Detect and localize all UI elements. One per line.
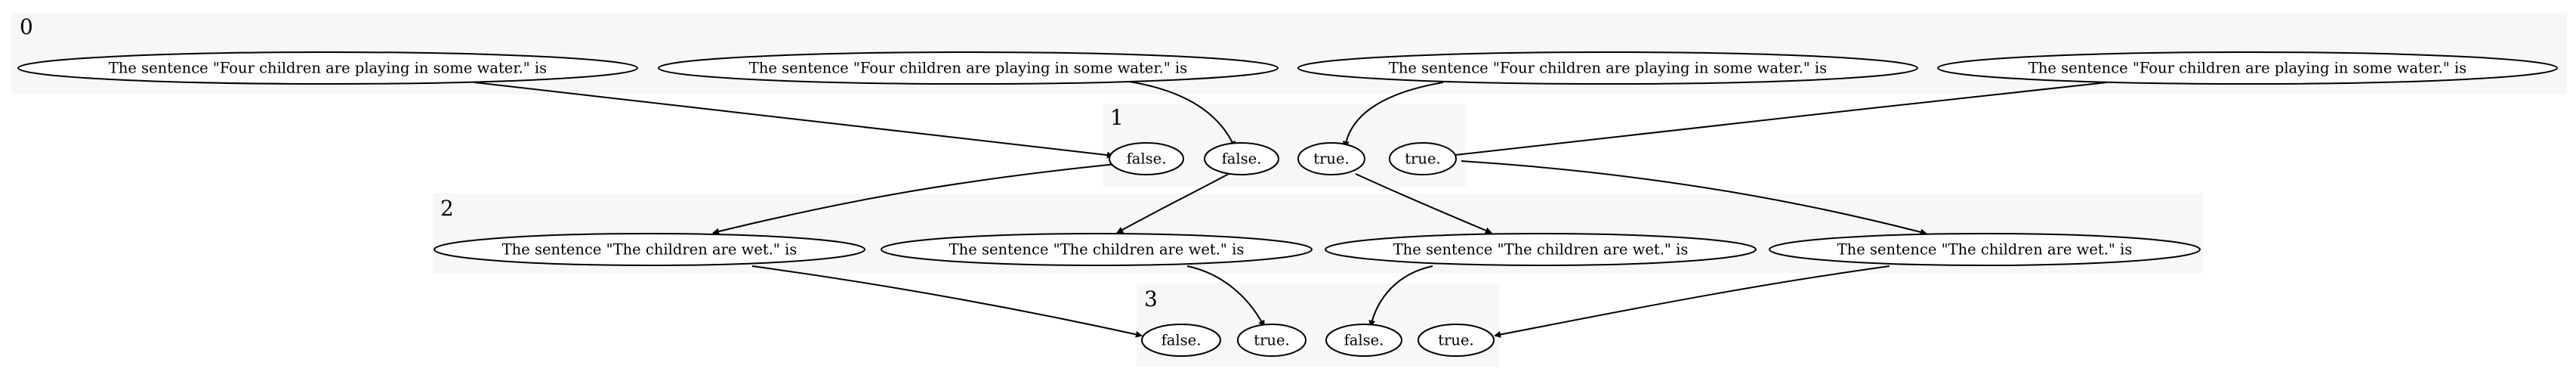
node-answer: false. — [1141, 324, 1221, 357]
node-hypothesis: The sentence "The children are wet." is — [1769, 233, 2201, 266]
node-answer-label: true. — [1405, 150, 1440, 168]
edge-0-0-to-1-0 — [474, 82, 1114, 159]
cluster-2-label: 2 — [440, 196, 454, 221]
node-answer-label: false. — [1222, 150, 1262, 168]
edge-0-1-to-1-1 — [1128, 81, 1236, 148]
cluster-0-label: 0 — [20, 14, 33, 39]
node-hypothesis-label: The sentence "The children are wet." is — [1393, 241, 1689, 259]
node-answer-label: true. — [1254, 332, 1289, 349]
edge-2-0-to-3-0 — [751, 265, 1143, 338]
node-premise-label: The sentence "Four children are playing … — [749, 60, 1187, 77]
node-answer-label: true. — [1313, 150, 1349, 168]
edge-2-1-to-3-1 — [1186, 265, 1265, 327]
node-answer: true. — [1389, 142, 1457, 175]
edge-0-3-to-1-3 — [1448, 82, 2108, 159]
edge-1-0-to-2-0 — [712, 163, 1117, 235]
node-hypothesis: The sentence "The children are wet." is — [433, 233, 865, 266]
node-answer: true. — [1237, 324, 1307, 357]
node-answer: false. — [1204, 142, 1279, 175]
node-hypothesis-label: The sentence "The children are wet." is — [1837, 241, 2133, 259]
edges — [474, 81, 2108, 338]
node-answer-label: false. — [1162, 332, 1202, 349]
node-premise: The sentence "Four children are playing … — [1937, 51, 2558, 85]
node-hypothesis: The sentence "The children are wet." is — [881, 233, 1313, 266]
node-premise: The sentence "Four children are playing … — [1297, 51, 1918, 85]
node-premise: The sentence "Four children are playing … — [17, 51, 638, 85]
cluster-1-nodes: false. false. true. true. — [1109, 142, 1457, 175]
node-premise-label: The sentence "Four children are playing … — [2028, 60, 2466, 77]
edge-1-2-to-2-2 — [1355, 173, 1492, 234]
edge-1-3-to-2-3 — [1461, 160, 1927, 236]
node-answer-label: true. — [1438, 332, 1473, 349]
cluster-1-label: 1 — [1110, 105, 1124, 130]
cluster-3-label: 3 — [1144, 287, 1158, 311]
edge-0-2-to-1-2 — [1342, 82, 1444, 148]
node-answer-label: false. — [1344, 332, 1384, 349]
node-hypothesis: The sentence "The children are wet." is — [1325, 233, 1757, 266]
node-premise-label: The sentence "Four children are playing … — [1389, 60, 1827, 77]
node-premise: The sentence "Four children are playing … — [658, 51, 1279, 85]
cluster-0-nodes: The sentence "Four children are playing … — [17, 51, 2558, 85]
edge-1-1-to-2-1 — [1116, 173, 1229, 234]
node-hypothesis-label: The sentence "The children are wet." is — [502, 241, 797, 259]
node-answer: true. — [1418, 324, 1495, 357]
edge-2-2-to-3-2 — [1368, 265, 1433, 327]
cluster-3-nodes: false. true. false. true. — [1141, 324, 1495, 357]
node-answer: true. — [1297, 142, 1365, 175]
cluster-2-nodes: The sentence "The children are wet." is … — [433, 233, 2201, 266]
edge-2-3-to-3-3 — [1494, 265, 1890, 338]
node-premise-label: The sentence "Four children are playing … — [109, 60, 547, 77]
cluster-labels: 0 1 2 3 — [20, 14, 1158, 311]
node-answer-label: false. — [1127, 150, 1167, 168]
node-hypothesis-label: The sentence "The children are wet." is — [949, 241, 1245, 259]
node-answer: false. — [1325, 324, 1402, 357]
node-answer: false. — [1109, 142, 1184, 175]
